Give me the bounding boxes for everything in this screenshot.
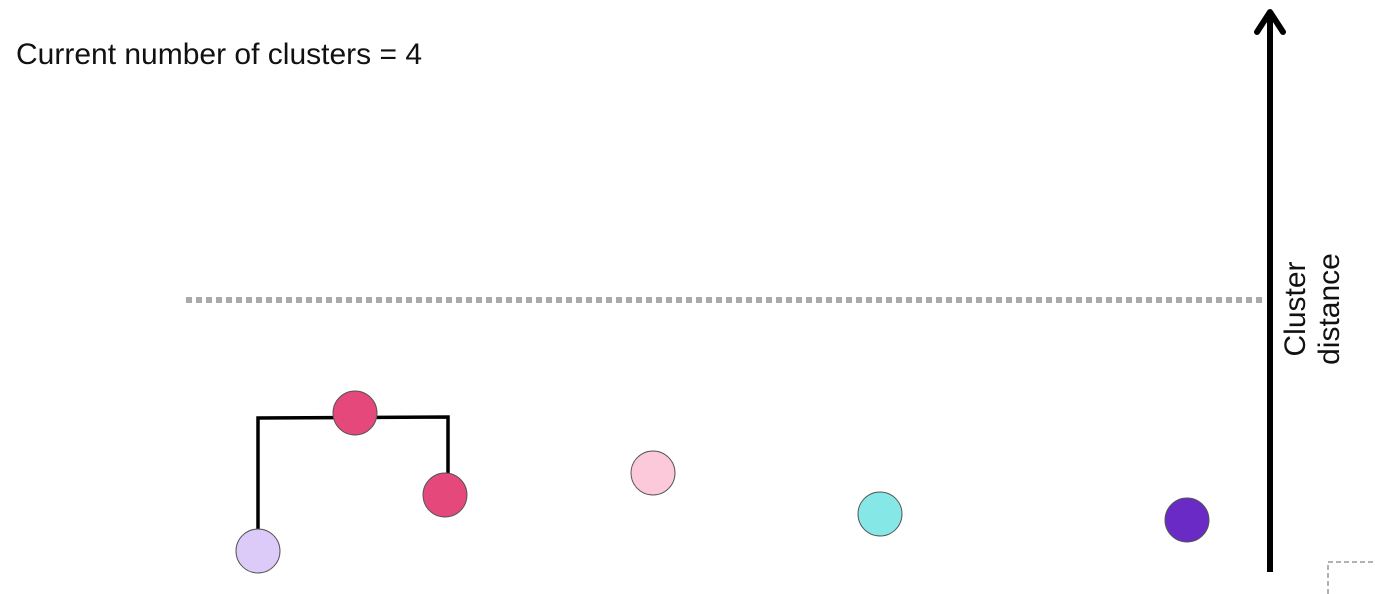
node-lavender — [235, 528, 281, 574]
cluster-count-text: Current number of clusters = 4 — [16, 38, 423, 71]
node-cyan — [857, 491, 903, 537]
axis-label-line1: Cluster — [1279, 261, 1312, 357]
axis-label-line2: distance — [1313, 253, 1346, 365]
node-purple — [1164, 497, 1210, 543]
corner-mark — [1327, 561, 1375, 594]
node-merged — [332, 390, 378, 436]
node-crimson — [422, 472, 468, 518]
cluster-distance-label: Cluster distance — [1279, 253, 1347, 365]
node-pink — [630, 450, 676, 496]
arrow-up-icon — [1254, 9, 1286, 35]
